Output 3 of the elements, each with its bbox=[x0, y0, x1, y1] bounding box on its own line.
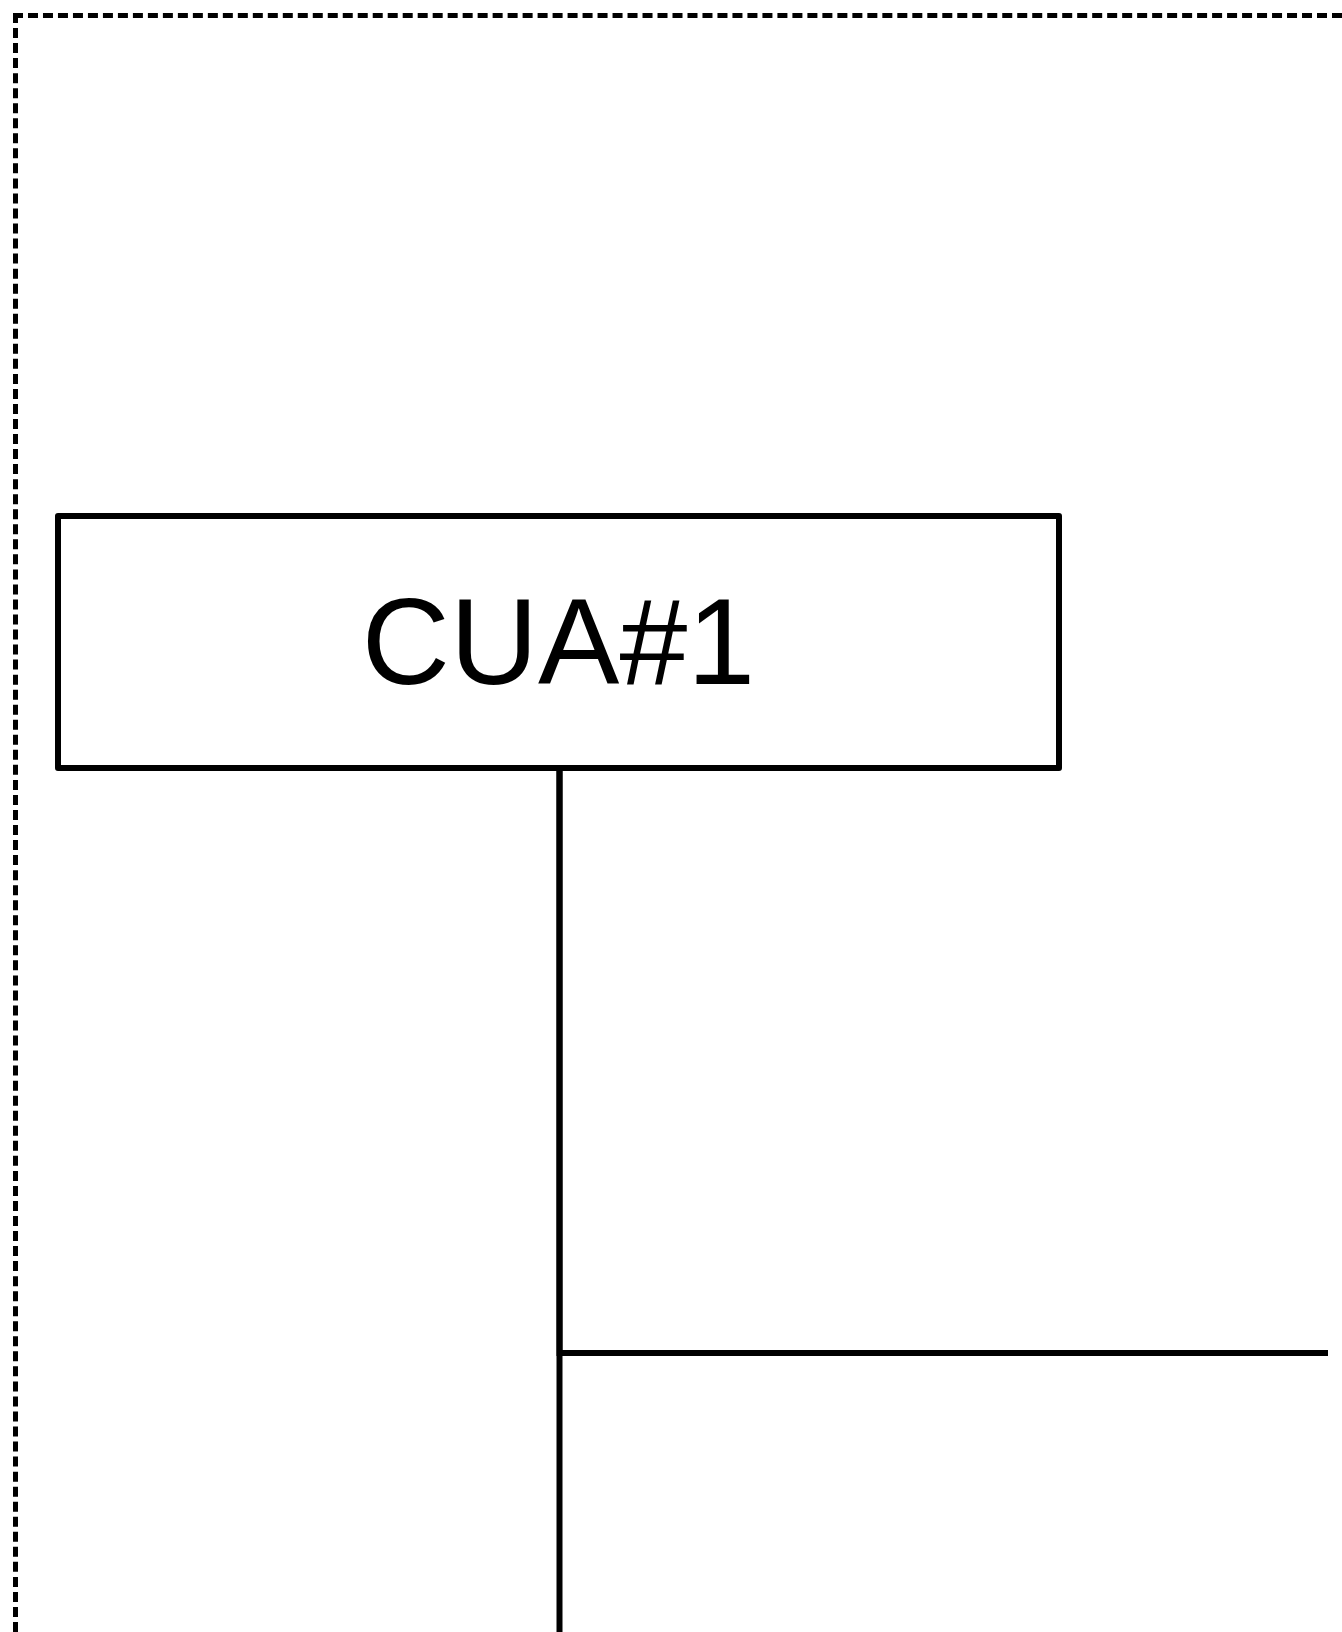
dashed-boundary bbox=[13, 13, 1342, 1632]
process-box: CUA#1 bbox=[55, 513, 1062, 771]
connector-line bbox=[556, 771, 1328, 1356]
